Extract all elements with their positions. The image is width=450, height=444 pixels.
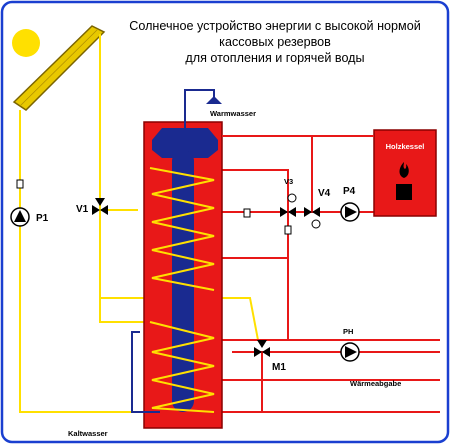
sun-icon (12, 29, 40, 57)
flame-icon (399, 162, 409, 178)
mixing-valve-m1-icon (254, 340, 270, 357)
boiler-coil (149, 167, 215, 291)
title-line-2: кассовых резервов (219, 35, 331, 49)
three-way-valve-v1-icon (92, 198, 108, 215)
title-line-1: Солнечное устройство энергии с высокой н… (129, 19, 421, 33)
label-p1: P1 (36, 213, 49, 224)
solar-coil (149, 321, 215, 413)
hot-water-dome (152, 128, 218, 158)
solar-collector-icon (12, 25, 106, 111)
label-waermeabgabe: Wärmeabgabe (350, 379, 401, 388)
label-warmwasser: Warmwasser (210, 109, 256, 118)
three-way-valve-v3-icon (280, 193, 297, 217)
warmwasser-pipe (184, 89, 215, 128)
label-v1: V1 (76, 204, 89, 215)
check-valve-v3-icon (284, 225, 292, 235)
label-v3: V3 (284, 177, 293, 186)
title-line-3: для отопления и горячей воды (185, 51, 364, 65)
label-kaltwasser: Kaltwasser (68, 429, 108, 438)
pump-ph-icon (340, 342, 360, 362)
firebox-door-icon (396, 184, 412, 200)
label-p4: P4 (343, 186, 356, 197)
label-ph: PH (343, 327, 353, 336)
check-valve-main-icon (243, 208, 251, 218)
three-way-valve-v4-icon (304, 207, 321, 229)
pump-p4-icon (340, 202, 360, 222)
pump-p1-icon (10, 207, 30, 227)
warmwasser-tap-icon (206, 96, 222, 104)
check-valve-p1-icon (16, 179, 24, 189)
label-v4: V4 (318, 188, 331, 199)
label-holzkessel: Holzkessel (386, 142, 425, 151)
label-m1: M1 (272, 362, 286, 373)
kaltwasser-pipe (131, 331, 160, 413)
